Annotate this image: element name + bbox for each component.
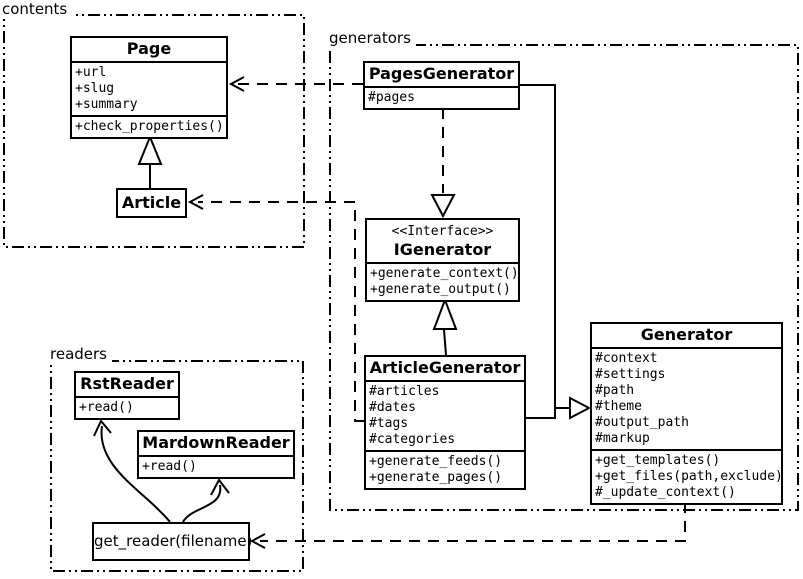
- package-generators-label: generators: [328, 29, 416, 47]
- attribute: #pages: [368, 90, 415, 105]
- attribute: #categories: [369, 432, 456, 447]
- attribute: +summary: [75, 97, 138, 112]
- arrow-pagesgenerator-to-page: [228, 76, 363, 92]
- class-generator-attributes: #context #settings #path #theme #output_…: [592, 347, 781, 449]
- class-page: Page +url +slug +summary +check_properti…: [70, 36, 228, 139]
- attribute: #markup: [595, 431, 650, 446]
- class-articlegenerator: ArticleGenerator #articles #dates #tags …: [364, 355, 526, 490]
- class-igenerator-stereotype: <<Interface>>: [391, 224, 494, 239]
- arrow-generalization-generator: [520, 84, 592, 420]
- class-igenerator-methods: +generate_context() +generate_output(): [367, 262, 519, 300]
- package-readers-label: readers: [49, 345, 112, 363]
- arrow-getreader-to-mardownreader: [182, 478, 230, 523]
- attribute: #tags: [369, 416, 409, 431]
- class-page-attributes: +url +slug +summary: [72, 61, 226, 115]
- class-article: Article: [116, 188, 187, 218]
- method: #_update_context(): [595, 485, 736, 500]
- arrow-pagesgenerator-implements-igenerator: [430, 108, 456, 219]
- attribute: #settings: [595, 367, 666, 382]
- package-readers-border: [50, 360, 304, 572]
- method: +read(): [142, 459, 197, 474]
- attribute: #articles: [369, 384, 440, 399]
- attribute: #context: [595, 351, 658, 366]
- attribute: +url: [75, 65, 107, 80]
- arrow-articlegenerator-to-article: [187, 194, 364, 422]
- arrow-article-extends-page: [137, 134, 163, 188]
- package-contents-border: [3, 14, 305, 248]
- class-articlegenerator-name: ArticleGenerator: [369, 358, 521, 377]
- class-generator-name: Generator: [640, 325, 733, 344]
- attribute: #output_path: [595, 415, 689, 430]
- class-rstreader-name: RstReader: [80, 374, 174, 393]
- class-mardownreader-name: MardownReader: [142, 433, 290, 452]
- class-mardownreader: MardownReader +read(): [137, 430, 295, 479]
- package-generators-border: [329, 44, 799, 511]
- attribute: #path: [595, 383, 635, 398]
- attribute: #dates: [369, 400, 416, 415]
- method: +get_templates(): [595, 453, 721, 468]
- class-mardownreader-methods: +read(): [139, 455, 293, 477]
- arrow-getreader-to-rstreader: [93, 419, 171, 523]
- class-igenerator-name: IGenerator: [393, 240, 492, 259]
- class-generator-methods: +get_templates() +get_files(path,exclude…: [592, 449, 783, 503]
- method: +generate_feeds(): [369, 454, 503, 469]
- class-generator: Generator #context #settings #path #them…: [590, 322, 783, 505]
- attribute: #theme: [595, 399, 642, 414]
- method: +check_properties(): [75, 119, 224, 134]
- method: +read(): [79, 400, 134, 415]
- method: +generate_context(): [370, 266, 519, 281]
- method: +generate_output(): [370, 282, 511, 297]
- attribute: +slug: [75, 81, 115, 96]
- class-rstreader-methods: +read(): [76, 396, 178, 418]
- class-igenerator: <<Interface>> IGenerator +generate_conte…: [365, 218, 520, 302]
- arrow-generator-to-getreader: [249, 502, 686, 549]
- class-rstreader: RstReader +read(): [74, 371, 180, 420]
- class-pagesgenerator-attributes: #pages: [365, 86, 518, 108]
- arrow-articlegenerator-implements-igenerator: [432, 297, 458, 356]
- method: +get_files(path,exclude): [595, 469, 783, 484]
- package-contents-label: contents: [1, 0, 73, 18]
- class-pagesgenerator-name: PagesGenerator: [368, 64, 515, 83]
- class-page-name: Page: [126, 39, 172, 58]
- class-pagesgenerator: PagesGenerator #pages: [363, 61, 520, 110]
- class-articlegenerator-attributes: #articles #dates #tags #categories: [366, 380, 524, 450]
- node-get-reader: get_reader(filename): [92, 522, 252, 561]
- method: +generate_pages(): [369, 470, 503, 485]
- class-article-name: Article: [121, 193, 182, 212]
- class-page-methods: +check_properties(): [72, 115, 226, 137]
- class-articlegenerator-methods: +generate_feeds() +generate_pages(): [366, 450, 524, 488]
